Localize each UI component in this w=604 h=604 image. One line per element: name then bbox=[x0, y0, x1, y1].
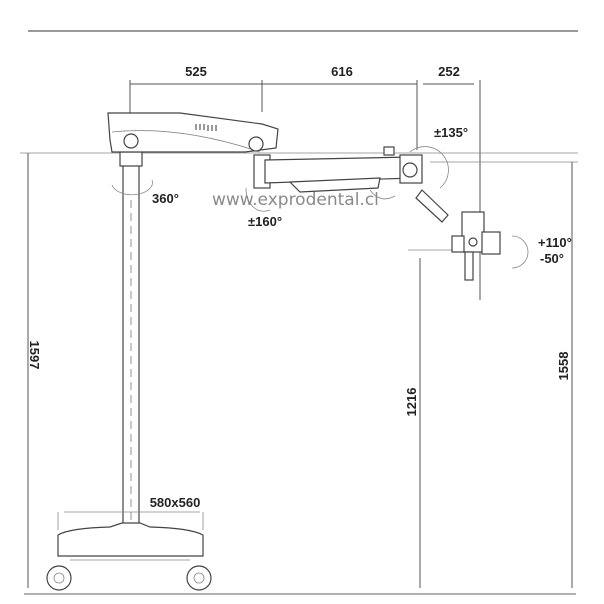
watermark: www.exprodental.cl bbox=[212, 190, 379, 210]
dim-head-width: 525 bbox=[185, 64, 207, 79]
base bbox=[46, 511, 212, 591]
optics-head bbox=[415, 189, 501, 281]
rotation-tilt-down: -50° bbox=[540, 251, 564, 266]
dim-total-height: 1597 bbox=[27, 341, 42, 370]
column bbox=[119, 151, 143, 555]
dim-pivot-height: 1216 bbox=[404, 388, 419, 417]
rotation-arrow-pivot bbox=[409, 146, 449, 189]
rotation-column: 360° bbox=[152, 191, 179, 206]
dim-base-size: 580x560 bbox=[150, 495, 201, 510]
rotation-arrow-tilt bbox=[511, 235, 529, 269]
dim-optics-height: 1558 bbox=[556, 352, 571, 381]
dim-arm-width: 616 bbox=[331, 64, 353, 79]
wheel-right bbox=[186, 565, 212, 591]
wheel-left bbox=[46, 565, 72, 591]
head-unit bbox=[107, 112, 279, 153]
dim-optics-width: 252 bbox=[438, 64, 460, 79]
rotation-arm: ±160° bbox=[248, 214, 282, 229]
rotation-arrow-arm bbox=[245, 187, 271, 212]
articulated-arm bbox=[253, 146, 423, 200]
rotation-arrow-column bbox=[111, 179, 153, 196]
top-dimension-lines bbox=[129, 80, 481, 300]
rotation-pivot: ±135° bbox=[434, 125, 468, 140]
rotation-tilt-up: +110° bbox=[538, 235, 572, 250]
